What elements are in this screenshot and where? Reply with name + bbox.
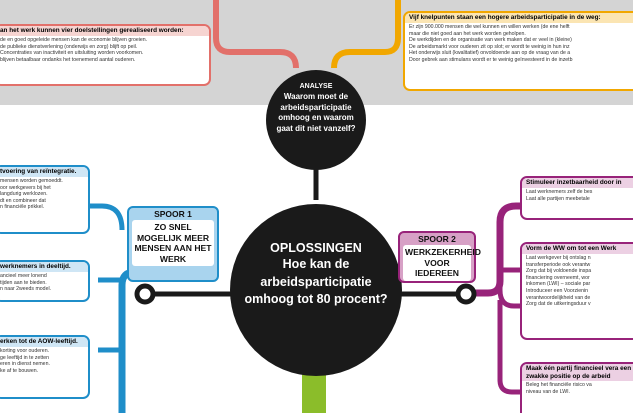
list-item: Laat alle partijen meebetale xyxy=(526,195,590,202)
list-item: Het onderwijs sluit (kwalitatief) onvold… xyxy=(409,50,571,57)
list-item: langdurig werklozen. xyxy=(0,191,48,198)
inzetbaarheid-title: Stimuleer inzetbaarheid door in xyxy=(522,178,633,188)
list-item: eren in dienst nemen. xyxy=(0,361,50,368)
inzetbaarheid-box: Stimuleer inzetbaarheid door in Laat wer… xyxy=(520,176,633,220)
aow-title: erken tot de AOW-leeftijd. xyxy=(0,337,88,347)
oplossingen-tag: OPLOSSINGEN xyxy=(270,241,362,255)
list-item: Zorg dat de uitkeringsduur v xyxy=(526,301,591,308)
deeltijd-title: werknemers in deeltijd. xyxy=(0,262,88,272)
list-item: transferperiode ook verantw xyxy=(526,261,591,268)
list-item: inkomen (LWI) – sociale par xyxy=(526,281,591,288)
doelstellingen-list: de en goed opgeleide mensen kan de econo… xyxy=(0,36,209,64)
list-item: maar die niet goed aan het werk worden g… xyxy=(409,30,526,37)
list-item: ge leeftijd in te zetten xyxy=(0,354,50,361)
analysis-circle xyxy=(266,70,366,170)
list-item: oor werkgevers bij het xyxy=(0,184,51,191)
list-item: De werkdijden en de organisatie van werk… xyxy=(409,37,572,44)
financieel-box: Maak één partij financieel vera een zwak… xyxy=(520,362,633,413)
oplossingen-question: Hoe kan de arbeidsparticipatie omhoog to… xyxy=(244,257,388,306)
list-item: mensen worden gemoeddt. xyxy=(0,178,63,184)
list-item: Concentraties van inactiviteit en uitslu… xyxy=(0,50,144,57)
list-item: ke af te bouwen. xyxy=(0,367,39,374)
spoor2-label: WERKZEKERHEID VOOR IEDEREEN xyxy=(403,245,481,281)
spoor1-tag: SPOOR 1 xyxy=(154,209,192,219)
purple-trunk xyxy=(463,202,524,297)
list-item: Zorg dat bij voldoende inspa xyxy=(526,268,592,275)
oplossingen-content: OPLOSSINGEN Hoe kan de arbeidsparticipat… xyxy=(236,240,396,309)
list-item: niveau van de LWI. xyxy=(526,388,571,395)
red-connector xyxy=(213,0,299,69)
knelpunten-title: Vijf knelpunten staan een hogere arbeids… xyxy=(405,13,633,23)
list-item: korting voor ouderen. xyxy=(0,348,50,354)
list-item: de publieke dienstverlening (onderwijs e… xyxy=(0,43,138,50)
doelstellingen-title: an het werk kunnen vier doelstellingen g… xyxy=(0,26,209,36)
list-item: financiering overneemt, wor xyxy=(526,274,590,281)
deeltijd-box: werknemers in deeltijd. ancieel meer lon… xyxy=(0,260,90,302)
aow-box: erken tot de AOW-leeftijd. korting voor … xyxy=(0,335,90,399)
spoor1-label: ZO SNEL MOGELIJK MEER MENSEN AAN HET WER… xyxy=(132,220,214,266)
analysis-question: Waarom moet de arbeidsparticipatie omhoo… xyxy=(276,92,356,133)
list-item: ancieel meer lonend xyxy=(0,273,47,279)
list-item: Introduceer een Voorzienin xyxy=(526,287,589,294)
doelstellingen-box: an het werk kunnen vier doelstellingen g… xyxy=(0,24,211,86)
list-item: de en goed opgeleide mensen kan de econo… xyxy=(0,37,148,43)
knelpunten-box: Vijf knelpunten staan een hogere arbeids… xyxy=(403,11,633,91)
list-item: De arbeidsmarkt voor ouderen zit op slot… xyxy=(409,43,570,50)
list-item: Door gebrek aan stimulans wordt er te we… xyxy=(409,56,573,63)
list-item: tijden aan te bieden. xyxy=(0,279,47,286)
list-item: dt en combineer dat xyxy=(0,197,46,204)
knelpunten-list: Er zijn 900.000 mensen die wel kunnen en… xyxy=(405,23,633,65)
list-item: Laat werknemers zelf de bes xyxy=(526,189,593,195)
list-item: verantwoordelijkheid van de xyxy=(526,294,591,301)
list-item: Laat werkgever bij ontslag n xyxy=(526,255,591,261)
reintegratie-list: mensen worden gemoeddt.oor werkgevers bi… xyxy=(0,177,88,212)
aow-list: korting voor ouderen.ge leeftijd in te z… xyxy=(0,347,88,375)
oplossingen-circle xyxy=(230,204,402,376)
spoor2-card: SPOOR 2 WERKZEKERHEID VOOR IEDEREEN xyxy=(398,231,481,283)
list-item: Er zijn 900.000 mensen die wel kunnen en… xyxy=(409,24,570,30)
list-item: n naar 2weeds model. xyxy=(0,286,52,293)
list-item: blijven betaalbaar ondanks het toenemend… xyxy=(0,56,136,63)
station-left xyxy=(134,283,156,305)
analysis-tag: ANALYSE xyxy=(299,83,333,90)
analysis-content: ANALYSE Waarom moet de arbeidsparticipat… xyxy=(268,82,364,134)
list-item: n financiële prikkel. xyxy=(0,204,45,211)
ww-box: Vorm de WW om tot een Werk Laat werkgeve… xyxy=(520,242,633,340)
reintegratie-box: tvoering van reïntegratie. mensen worden… xyxy=(0,165,90,234)
spoor2-tag: SPOOR 2 xyxy=(418,234,456,244)
reintegratie-title: tvoering van reïntegratie. xyxy=(0,167,88,177)
ww-title: Vorm de WW om tot een Werk xyxy=(522,244,633,254)
spoor1-card: SPOOR 1 ZO SNEL MOGELIJK MEER MENSEN AAN… xyxy=(127,206,219,282)
list-item: Beleg het financiële risico va xyxy=(526,382,592,388)
financieel-title: Maak één partij financieel vera een zwak… xyxy=(522,364,633,381)
orange-connector xyxy=(331,0,401,69)
station-right xyxy=(455,283,477,305)
